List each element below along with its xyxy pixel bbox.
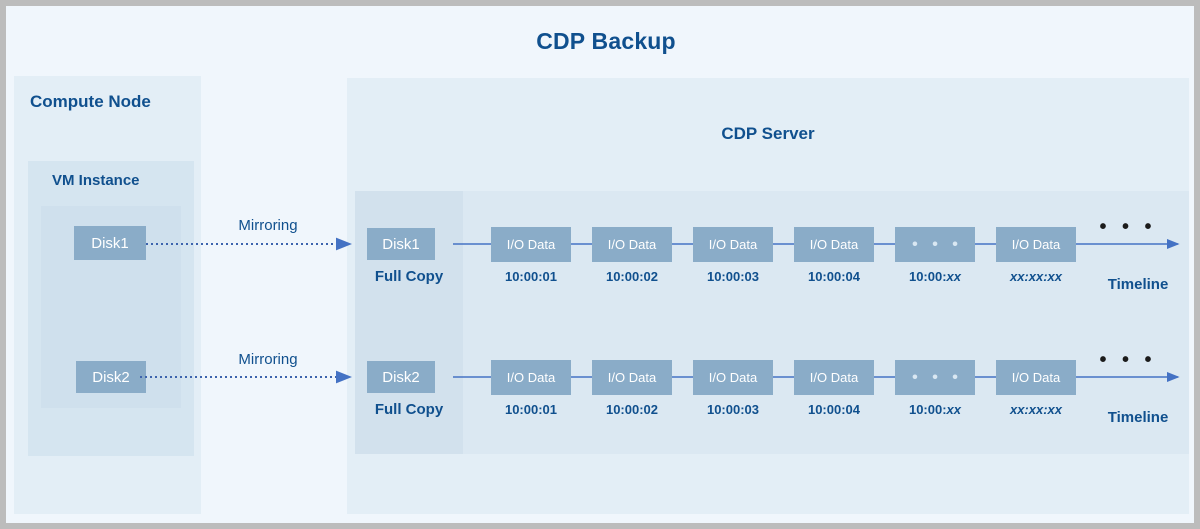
cdp-disk1-full-copy-label: Full Copy <box>374 268 444 285</box>
io-data-box[interactable]: I/O Data <box>491 227 571 262</box>
io-data-box[interactable]: I/O Data <box>693 360 773 395</box>
page-title: CDP Backup <box>536 28 676 54</box>
io-data-time-italic: xx:xx:xx <box>1009 402 1063 417</box>
io-data-box[interactable]: I/O Data <box>592 227 672 262</box>
vm-disk1-box[interactable]: Disk1 <box>74 226 146 260</box>
cdp-disk2-full-copy-label: Full Copy <box>374 401 444 418</box>
io-data-box[interactable]: I/O Data <box>996 227 1076 262</box>
vm-instance-title: VM Instance <box>52 172 140 189</box>
io-ellipsis-time: 10:00:xx <box>880 269 990 284</box>
trailing-dots-row1: • • • <box>1099 216 1157 238</box>
io-ellipsis-time: 10:00:xx <box>880 402 990 417</box>
cdp-disk2-box[interactable]: Disk2 <box>367 361 435 393</box>
io-data-time: 10:00:04 <box>807 269 861 284</box>
io-data-time: 10:00:02 <box>605 402 659 417</box>
timeline-label-row2: Timeline <box>1107 409 1169 426</box>
io-data-box[interactable]: I/O Data <box>794 360 874 395</box>
io-ellipsis-time-italic: xx <box>946 402 962 417</box>
io-data-time: 10:00:03 <box>706 269 760 284</box>
io-ellipsis-box: • • • <box>895 227 975 262</box>
io-data-time: xx:xx:xx <box>981 269 1091 284</box>
io-data-box[interactable]: I/O Data <box>592 360 672 395</box>
mirroring-label-disk2: Mirroring <box>238 351 298 368</box>
cdp-disk1-box[interactable]: Disk1 <box>367 228 435 260</box>
vm-disk2-box[interactable]: Disk2 <box>76 361 146 393</box>
io-ellipsis-time-italic: xx <box>946 269 962 284</box>
io-data-time: 10:00:01 <box>504 402 558 417</box>
io-data-time: 10:00:02 <box>605 269 659 284</box>
io-data-box[interactable]: I/O Data <box>794 227 874 262</box>
io-ellipsis-time-prefix: 10:00: <box>908 269 947 284</box>
io-ellipsis-time-prefix: 10:00: <box>908 402 947 417</box>
mirroring-label-disk1: Mirroring <box>238 217 298 234</box>
io-data-time: 10:00:04 <box>807 402 861 417</box>
io-data-time-italic: xx:xx:xx <box>1009 269 1063 284</box>
io-data-box[interactable]: I/O Data <box>996 360 1076 395</box>
compute-node-title: Compute Node <box>30 92 151 111</box>
io-data-time: 10:00:03 <box>706 402 760 417</box>
io-ellipsis-box: • • • <box>895 360 975 395</box>
cdp-server-title: CDP Server <box>721 124 815 143</box>
io-data-box[interactable]: I/O Data <box>491 360 571 395</box>
trailing-dots-row2: • • • <box>1099 349 1157 371</box>
io-data-time: xx:xx:xx <box>981 402 1091 417</box>
io-data-time: 10:00:01 <box>504 269 558 284</box>
io-data-box[interactable]: I/O Data <box>693 227 773 262</box>
timeline-label-row1: Timeline <box>1107 276 1169 293</box>
